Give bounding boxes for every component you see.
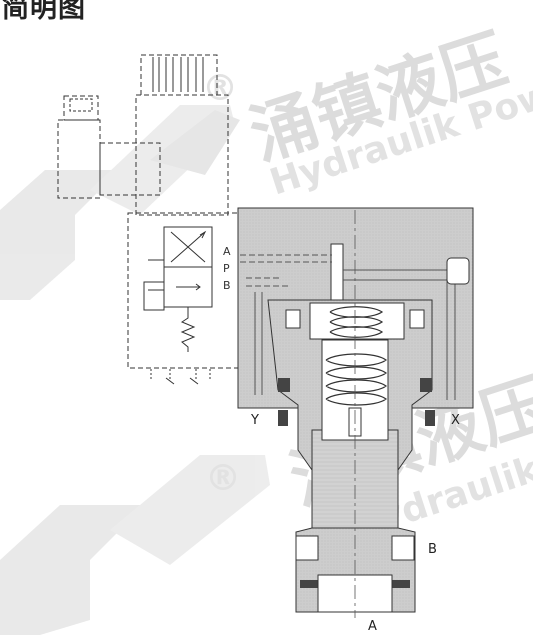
pilot-port-p-label: P xyxy=(223,262,230,275)
port-y-label: Y xyxy=(250,413,259,428)
port-a-label: A xyxy=(368,619,377,634)
valve-symbol xyxy=(143,226,213,385)
port-b-label: B xyxy=(428,542,437,557)
page-title: 简明图 xyxy=(2,0,86,24)
main-valve-body xyxy=(237,207,474,618)
pilot-port-a-label: A xyxy=(223,245,231,258)
watermark-logo-bottom xyxy=(0,455,270,635)
watermark-registered-bottom: ® xyxy=(205,458,241,499)
pilot-port-b-label: B xyxy=(223,279,231,292)
port-x-label: X xyxy=(451,413,460,428)
watermark-registered-top: ® xyxy=(202,68,238,109)
watermark-logo-top xyxy=(0,105,240,300)
connector-pins xyxy=(69,57,204,112)
